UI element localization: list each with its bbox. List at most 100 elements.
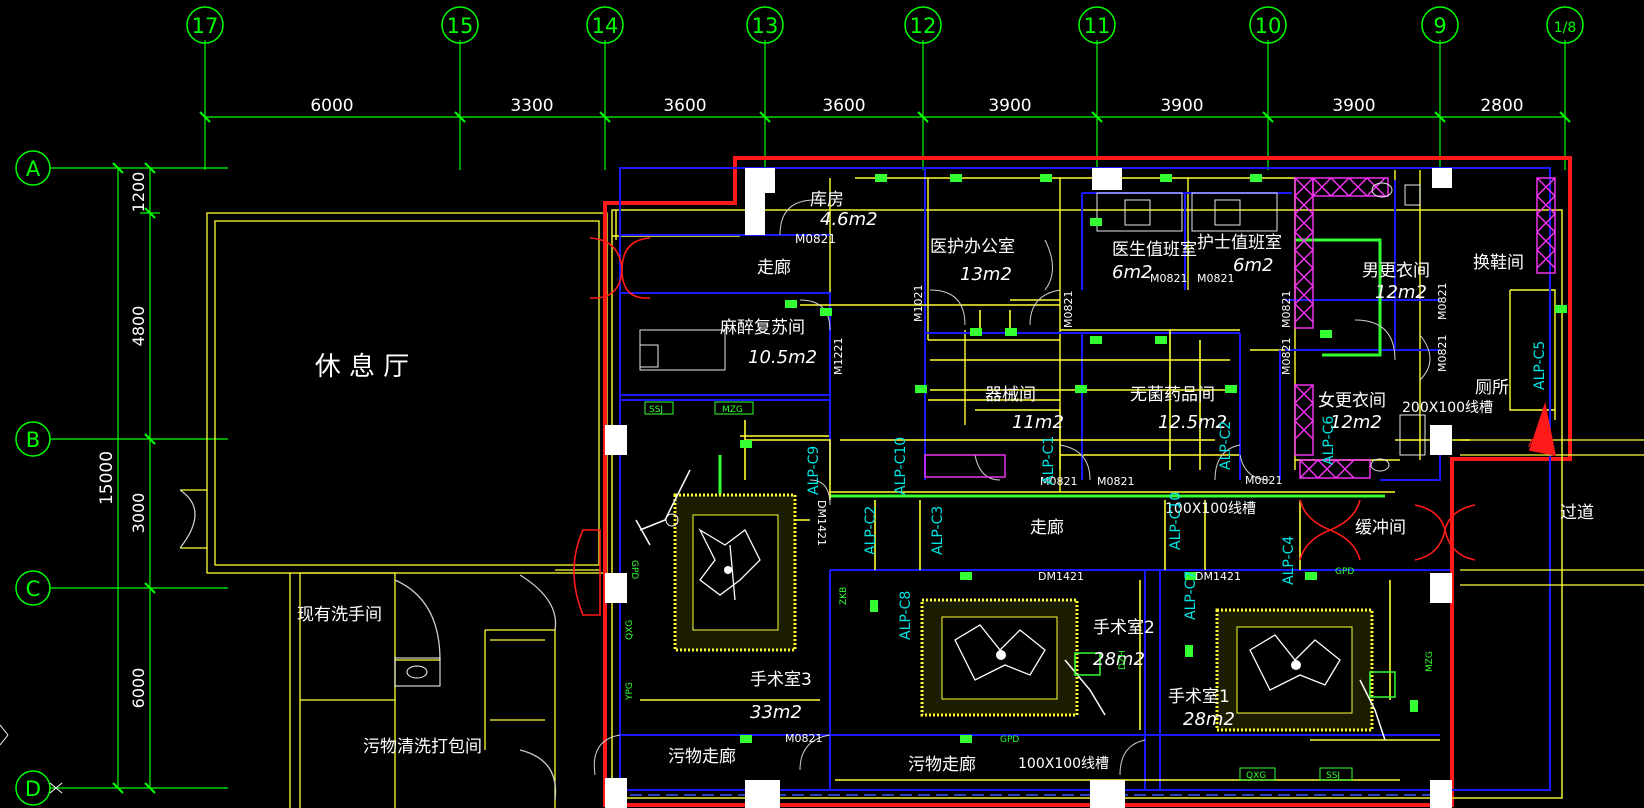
rest-hall-label: 休 息 厅 xyxy=(315,352,410,382)
lockers xyxy=(924,177,1556,479)
dirty-corridor-left: 污物走廊 xyxy=(668,747,736,767)
axis-bubble-12: 12 xyxy=(904,6,942,44)
axis-bubble-B: B xyxy=(15,421,51,457)
svg-text:200X100线槽: 200X100线槽 xyxy=(1402,400,1493,416)
svg-text:D: D xyxy=(25,777,41,801)
svg-text:QXG: QXG xyxy=(625,620,635,640)
equipment-area: 11m2 xyxy=(1012,412,1064,433)
axis-bubble-D: D xyxy=(15,770,51,806)
washbasin xyxy=(394,657,441,687)
svg-text:M1021: M1021 xyxy=(912,285,925,323)
beds-and-fixtures xyxy=(639,182,1426,472)
svg-text:15: 15 xyxy=(447,14,474,38)
svg-text:SSJ: SSJ xyxy=(649,405,663,415)
anesthesia-area: 10.5m2 xyxy=(748,347,817,368)
svg-text:ALP-C10: ALP-C10 xyxy=(893,437,909,495)
green-pipe-run xyxy=(718,238,1385,500)
svg-text:SSJ: SSJ xyxy=(1326,771,1340,781)
svg-text:ALP-C8: ALP-C8 xyxy=(898,591,914,640)
project-boundary xyxy=(603,156,1572,807)
sterile-drug-label: 无菌药品间 xyxy=(1130,385,1215,405)
axis-bubble-A: A xyxy=(15,150,51,186)
svg-text:M0821: M0821 xyxy=(1280,338,1293,376)
main-corridor-label: 走廊 xyxy=(1030,518,1064,538)
ucs-marker xyxy=(0,724,63,794)
axis-bubble-14: 14 xyxy=(586,6,624,44)
washroom-label: 现有洗手间 xyxy=(297,605,382,625)
svg-text:3900: 3900 xyxy=(1160,96,1203,116)
svg-text:ALP-C3: ALP-C3 xyxy=(930,506,946,555)
svg-text:M1221: M1221 xyxy=(832,338,845,376)
svg-text:3000: 3000 xyxy=(129,493,148,534)
structural-columns xyxy=(605,168,1452,808)
or3-area: 33m2 xyxy=(750,702,802,723)
nurse-duty-label: 护士值班室 xyxy=(1197,233,1282,253)
corridor-top-label: 走廊 xyxy=(757,258,791,278)
svg-text:M0821: M0821 xyxy=(1197,272,1235,285)
svg-text:M0821: M0821 xyxy=(1097,475,1135,488)
svg-text:C: C xyxy=(26,577,41,601)
row-axis-bubbles: A B C D xyxy=(15,150,51,806)
axis-bubble-9: 9 xyxy=(1421,6,1459,44)
axis-bubble-10: 10 xyxy=(1249,6,1287,44)
axis-bubble-1-8: 1/8 xyxy=(1546,6,1584,44)
svg-text:12: 12 xyxy=(910,14,937,38)
svg-text:3900: 3900 xyxy=(1332,96,1375,116)
male-change-label: 男更衣间 xyxy=(1362,261,1430,281)
svg-text:M0821: M0821 xyxy=(1062,291,1075,329)
room-labels: 休 息 厅 库房 4.6m2 走廊 医护办公室 13m2 医生值班室 6m2 护… xyxy=(297,190,1594,775)
svg-text:GPD: GPD xyxy=(629,560,639,579)
svg-text:10: 10 xyxy=(1255,14,1282,38)
svg-text:100X100线槽: 100X100线槽 xyxy=(1165,501,1256,517)
dirty-corridor-mid: 污物走廊 xyxy=(908,755,976,775)
svg-text:3600: 3600 xyxy=(663,96,706,116)
svg-text:100X100线槽: 100X100线槽 xyxy=(1018,756,1109,772)
or1-label: 手术室1 xyxy=(1168,687,1230,707)
or2-label: 手术室2 xyxy=(1093,618,1155,638)
passage-walls xyxy=(1460,439,1644,586)
shoe-change-label: 换鞋间 xyxy=(1473,253,1524,273)
svg-text:DZH: DZH xyxy=(1118,650,1128,670)
svg-text:AP: AP xyxy=(1528,437,1543,450)
svg-text:MZG: MZG xyxy=(1425,651,1435,672)
column-dimensions: 6000 3300 3600 3600 3900 3900 3900 2800 xyxy=(310,96,1523,116)
svg-text:MZG: MZG xyxy=(722,405,743,415)
svg-text:B: B xyxy=(26,428,40,452)
svg-text:2800: 2800 xyxy=(1480,96,1523,116)
svg-text:14: 14 xyxy=(592,14,619,38)
suite-blue-walls xyxy=(619,167,1551,791)
office-label: 医护办公室 xyxy=(930,237,1015,257)
row-dimensions: 1200 4800 3000 6000 15000 xyxy=(97,172,148,709)
svg-text:A: A xyxy=(26,157,41,181)
svg-text:M0821: M0821 xyxy=(1245,474,1283,487)
svg-text:DM1421: DM1421 xyxy=(815,500,828,546)
svg-text:13: 13 xyxy=(752,14,779,38)
column-axis-bubbles: 17 15 14 13 12 11 10 9 1/8 xyxy=(186,6,1584,44)
svg-text:1/8: 1/8 xyxy=(1554,20,1577,36)
svg-text:M0821: M0821 xyxy=(1040,475,1078,488)
nurse-duty-area: 6m2 xyxy=(1233,255,1273,276)
door-swings xyxy=(593,199,1431,776)
female-change-area: 12m2 xyxy=(1330,412,1382,433)
svg-text:M0821: M0821 xyxy=(1436,335,1449,373)
svg-text:3900: 3900 xyxy=(988,96,1031,116)
equipment-tags: SSJ MZG QXG YPG ZKB GPD GPD GPD DZH MZG … xyxy=(625,401,1435,781)
passage-label: 过道 xyxy=(1560,503,1594,523)
svg-text:YPG: YPG xyxy=(625,682,635,701)
toilet-label: 厕所 xyxy=(1475,378,1509,398)
doctor-duty-area: 6m2 xyxy=(1112,262,1152,283)
sterile-drug-area: 12.5m2 xyxy=(1158,412,1227,433)
axis-bubble-15: 15 xyxy=(441,6,479,44)
svg-text:ALP-C7: ALP-C7 xyxy=(1183,571,1199,620)
or2-area: 28m2 xyxy=(1093,649,1145,670)
light-fixtures xyxy=(740,174,1567,743)
svg-text:ALP-C5: ALP-C5 xyxy=(1532,341,1548,390)
door-tag-labels: M0821 M1021 M0821 M0821 M0821 M0821 M082… xyxy=(785,232,1449,745)
circuit-labels: ALP-C5 ALP-C6 ALP-C1 ALP-C2 ALP-C9 ALP-C… xyxy=(806,341,1548,640)
svg-text:M0821: M0821 xyxy=(1150,272,1188,285)
svg-text:17: 17 xyxy=(192,14,219,38)
female-change-label: 女更衣间 xyxy=(1318,391,1386,411)
operating-table-1 xyxy=(1215,608,1396,741)
office-area: 13m2 xyxy=(960,264,1012,285)
